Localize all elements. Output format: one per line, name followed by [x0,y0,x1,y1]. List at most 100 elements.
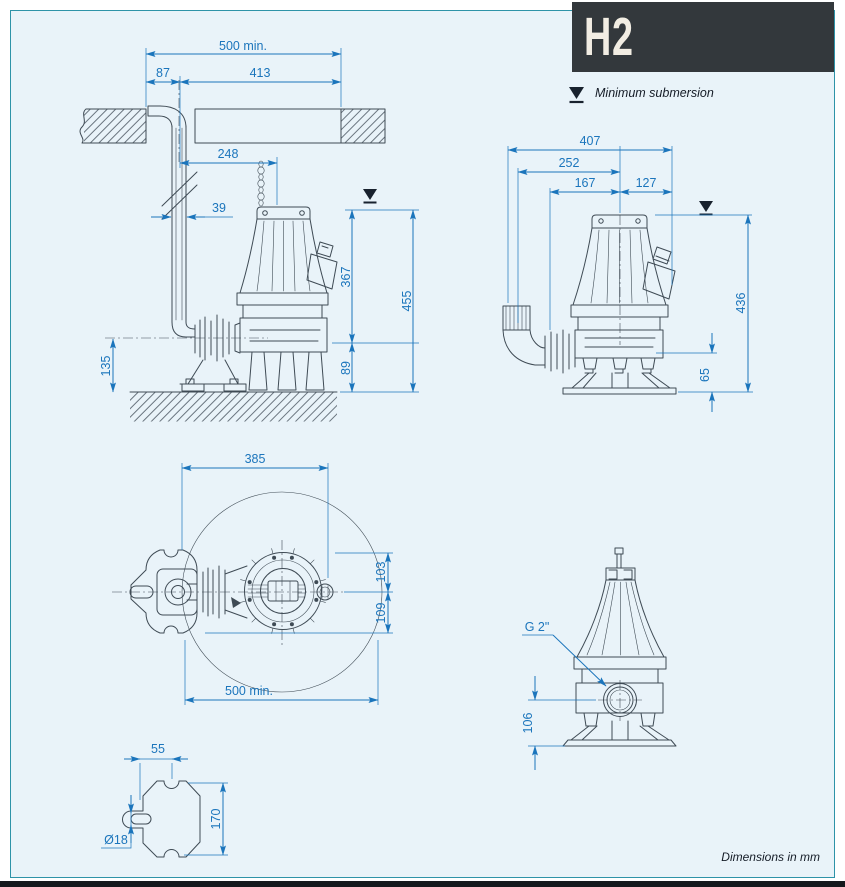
base-plate [562,739,677,747]
gland-circle-inner [319,586,331,598]
model-header: H2 [572,2,834,72]
cap-bolt [598,218,604,224]
units-note: Dimensions in mm [721,850,820,864]
slab-hatch-left [84,109,146,143]
pump-feet [583,712,656,741]
leader-line [552,634,607,687]
coupling-circle-inner [171,585,185,599]
dim-label-89: 89 [339,361,353,375]
pump-feet [248,351,325,391]
dim-label-clearance: 500 min. [225,684,273,698]
dim-label-55: 55 [151,742,165,756]
volute-body [239,317,328,353]
extension-lines [145,48,419,393]
motor-cone [576,579,665,658]
bracket-slot [129,585,154,599]
dim-label-455: 455 [400,291,414,312]
installation-side-view: 500 min. 87 413 248 39 367 455 89 135 [79,39,419,422]
volute-body [574,329,664,359]
min-submersion-legend: Minimum submersion [567,85,714,105]
motor-ribs [256,220,311,292]
pedestal-stand [179,359,247,392]
port-thread-label: G 2" [525,620,550,634]
motor-cone [572,227,667,306]
dim-label-252: 252 [559,156,580,170]
dim-label-slot: Ø18 [104,833,128,847]
cable-gland [306,241,338,290]
model-code: H2 [584,7,634,67]
dim-label-367: 367 [339,267,353,288]
skirt-flange [236,292,329,306]
volute-body [575,682,664,714]
gland-circle [316,583,334,601]
dim-label-109: 109 [374,603,388,624]
lifting-chain [257,160,265,207]
extension-lines [101,758,228,856]
pump-neck [581,668,659,684]
lifting-rod [614,547,624,569]
terminal-box [267,580,299,602]
dim-label-248: 248 [218,147,239,161]
terminal-box-lines [275,580,291,602]
dim-label-103: 103 [374,562,388,583]
base-plate [562,387,677,395]
gasket-detail-view: 55 170 Ø18 [101,742,228,858]
water-level-symbol [698,200,714,216]
dim-label-385: 385 [245,452,266,466]
cap-bolt [262,210,268,216]
skirt-flange [570,304,669,318]
front-view: G 2" 106 [521,547,677,770]
flange-ticks [240,548,326,634]
extension-lines [181,463,393,705]
slab-outline [79,108,386,144]
union-rings [202,565,248,619]
port-crosshair [598,680,642,721]
dim-label-65: 65 [698,368,712,382]
cap-bolt [635,218,641,224]
pipe-break-marks [161,171,198,220]
bottom-bar [0,881,845,887]
discharge-pipe [171,125,187,323]
elbow-body [502,329,546,366]
legend-label: Minimum submersion [595,86,714,100]
union-coupling [544,329,576,374]
dim-label-436: 436 [734,293,748,314]
dim-label-167: 167 [575,176,596,190]
dim-label-clearance: 500 min. [219,39,267,53]
dim-label-106: 106 [521,713,535,734]
dim-label-135: 135 [99,356,113,377]
cooling-slots [247,584,306,598]
flange-circle [244,552,322,630]
water-level-icon [569,87,584,104]
dim-label-170: 170 [209,809,223,830]
pump-neck [242,304,323,319]
bracket-plate [130,549,198,634]
stand-legs [570,725,670,741]
stand-legs [571,372,671,389]
coupling-circle [164,578,192,606]
cap-bolt [299,210,305,216]
water-level-symbol [362,188,378,204]
motor-circle [260,568,306,614]
cable-gland [642,246,676,300]
pump-feet [582,357,656,374]
pump-neck [577,316,661,331]
centerlines [112,540,344,648]
dim-label-87: 87 [156,66,170,80]
dim-label-407: 407 [580,134,601,148]
skirt-flange [573,656,667,670]
flange-bolts [247,555,319,627]
pump-cap [591,214,648,229]
extension-lines [507,146,753,393]
cap-shackle [605,567,636,581]
dim-label-39: 39 [212,201,226,215]
pump-cap [256,206,311,220]
floor-hatch [130,392,337,422]
pipe-elbow [171,321,196,338]
claw-detail [186,583,198,601]
gasket-outline [122,780,201,858]
slab-hatch-right [341,109,385,143]
pipe-bracket [147,105,187,129]
